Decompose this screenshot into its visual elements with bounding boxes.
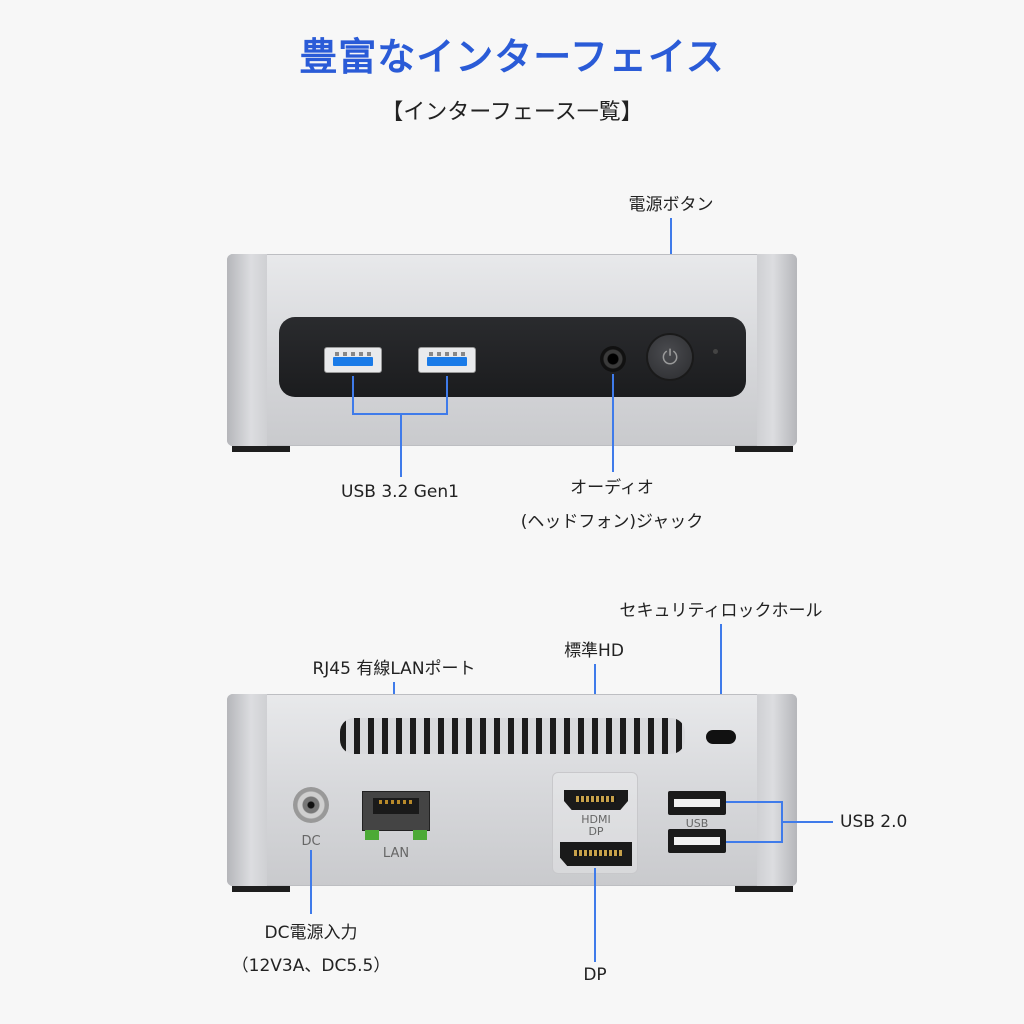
led-indicator	[713, 349, 718, 354]
security-lock-hole	[706, 730, 736, 744]
dc-jack	[293, 787, 329, 823]
power-icon: ⏻	[648, 335, 692, 379]
foot-front-left	[232, 446, 290, 452]
dc-label-line1: DC電源入力	[264, 923, 358, 943]
hdmi-label: 標準HD	[564, 641, 624, 661]
lock-label: セキュリティロックホール	[619, 601, 823, 621]
usb3-port-2	[418, 347, 476, 373]
usb2-callout-line-2	[726, 841, 782, 843]
dp-port	[560, 842, 632, 866]
dp-label: DP	[583, 965, 607, 985]
usb2-port-2	[668, 829, 726, 853]
vent-grille	[340, 718, 685, 754]
usb3-port-1	[324, 347, 382, 373]
foot-back-left	[232, 886, 290, 892]
usb-callout-line-1	[352, 376, 354, 414]
usb2-callout-line-1	[726, 801, 782, 803]
page-title: 豊富なインターフェイス	[299, 35, 725, 79]
usb-port-text: USB	[685, 817, 709, 830]
dp-callout-line	[594, 868, 596, 962]
dc-label-line2: （12V3A、DC5.5）	[231, 956, 391, 976]
foot-back-right	[735, 886, 793, 892]
usb2-port-1	[668, 791, 726, 815]
lan-label: RJ45 有線LANポート	[312, 659, 476, 679]
lock-callout-line	[720, 624, 722, 724]
audio-jack	[600, 346, 626, 372]
usb-callout-stem	[400, 413, 402, 477]
page-subtitle: 【インターフェース一覧】	[381, 100, 643, 125]
chassis-edge-right	[757, 254, 797, 446]
dc-callout-line	[310, 850, 312, 914]
usb-callout-line-2	[446, 376, 448, 414]
audio-label-line2: (ヘッドフォン)ジャック	[520, 512, 704, 532]
power-button-label: 電源ボタン	[628, 195, 714, 215]
hdmi-port	[564, 790, 628, 810]
audio-callout-line	[612, 374, 614, 472]
lan-port-text: LAN	[382, 846, 410, 861]
rj45-port	[362, 791, 430, 840]
dp-port-text: DP	[588, 825, 604, 838]
usb2-label: USB 2.0	[840, 812, 908, 832]
dc-port-text: DC	[301, 834, 321, 849]
usb2-callout-stem	[781, 821, 833, 823]
hdmi-port-text: HDMI	[581, 813, 611, 826]
foot-front-right	[735, 446, 793, 452]
chassis-edge-left	[227, 254, 267, 446]
audio-label-line1: オーディオ	[570, 478, 654, 498]
usb3-label: USB 3.2 Gen1	[341, 482, 459, 502]
